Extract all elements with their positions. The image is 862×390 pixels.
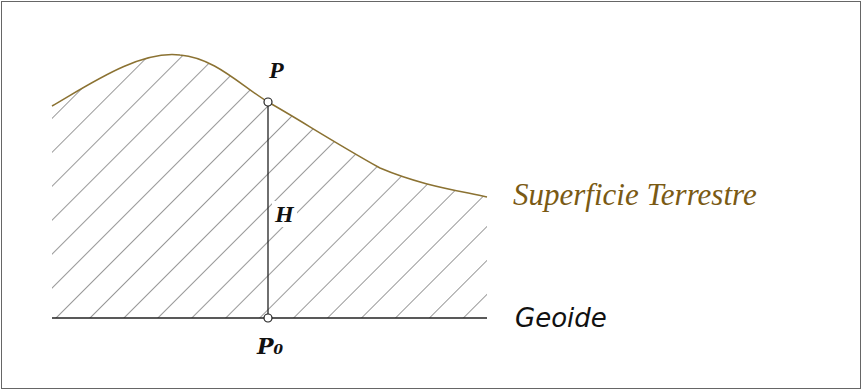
height-line: [267, 106, 268, 314]
geoid-label: Geoide: [515, 304, 607, 333]
point-label: P₀: [257, 334, 283, 358]
surface-label: Superficie Terrestre: [513, 178, 757, 212]
terrain-surface: [52, 55, 487, 197]
point-marker: [264, 314, 272, 322]
terrain-hatching: [40, 40, 500, 330]
height-label: H: [272, 201, 297, 227]
point-marker: [264, 98, 272, 106]
point-label: P: [269, 57, 284, 83]
